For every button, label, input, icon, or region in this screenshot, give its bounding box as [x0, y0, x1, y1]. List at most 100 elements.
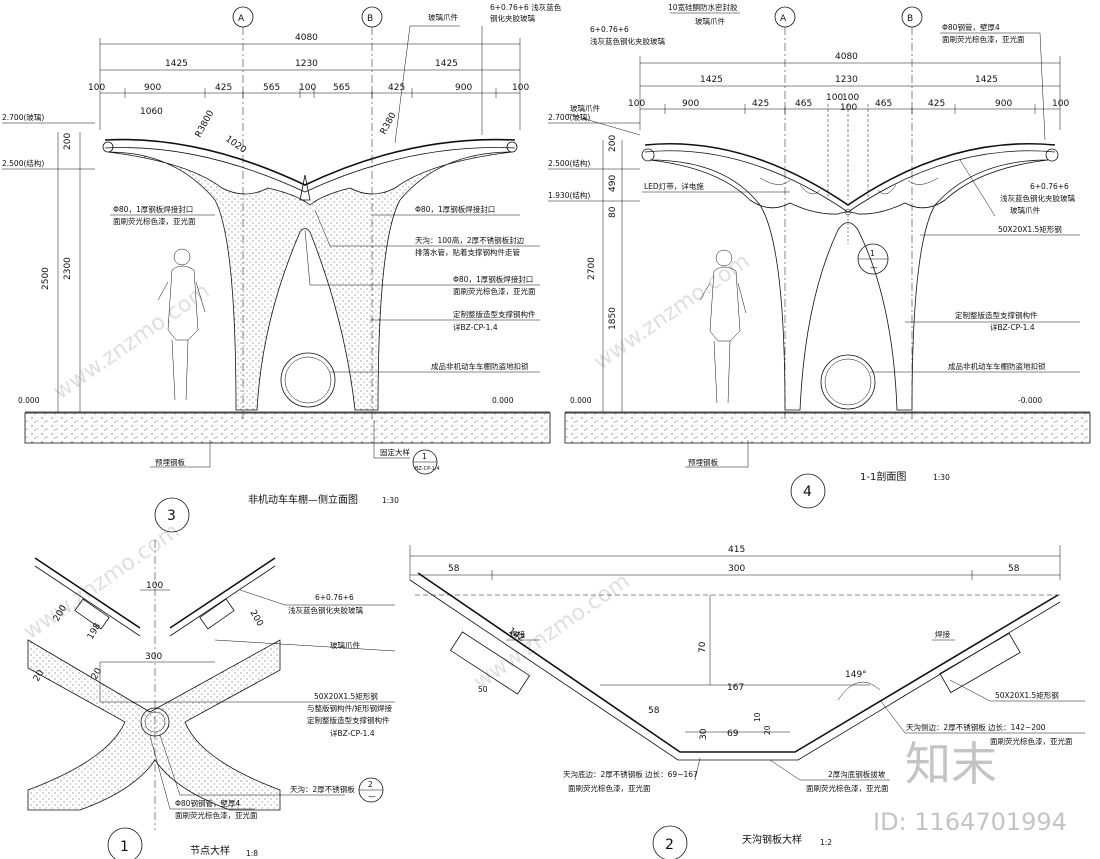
watermarks: www.znzmo.com www.znzmo.com www.znzmo.co…: [19, 249, 754, 695]
dim-text: 100: [842, 93, 859, 103]
note: 6+0.76+6: [590, 25, 629, 34]
note: 面刷荧光棕色漆，亚光面: [942, 34, 1025, 44]
note: 天沟底边：2厚不锈钢板 边长：69~167: [563, 769, 698, 779]
note: 定制整版造型支撑钢构件: [955, 310, 1038, 320]
dim-text: 1850: [608, 307, 618, 330]
grid-label-b: B: [907, 14, 913, 24]
callout-bottom: —: [870, 263, 878, 272]
dim-text: 1230: [835, 75, 858, 85]
dim-text: 900: [455, 83, 472, 93]
view-title: 天沟钢板大样: [742, 833, 802, 846]
note: 定制整版造型支撑钢构件: [453, 309, 536, 319]
note: 详BZ-CP-1.4: [453, 322, 498, 332]
level-label: 0.000: [18, 396, 40, 405]
view-3-annotations: 玻璃爪件 6+0.76+6 浅灰蓝色 钢化夹胶玻璃 Φ80，1厚钢板焊接封口 面…: [110, 2, 562, 475]
view-number-circle: [652, 825, 688, 859]
dim-text: 58: [448, 564, 460, 574]
dim-text: 565: [333, 83, 350, 93]
note: 详BZ-CP-1.4: [330, 728, 375, 738]
watermark-text: www.znzmo.com: [469, 569, 634, 695]
callout-top: 1: [422, 452, 427, 461]
ground-slab: [564, 412, 1091, 444]
dim-text: 565: [263, 83, 280, 93]
note: 预埋钢板: [688, 457, 718, 467]
view-title: 非机动车车棚—侧立面图: [248, 493, 358, 506]
level-label: 2.500(结构): [548, 158, 590, 168]
dim-text: 30: [699, 728, 709, 740]
note: 排落水管，贴着支撑钢构件走管: [415, 247, 520, 257]
dim-text: 200: [247, 609, 264, 629]
dim-text: 900: [682, 99, 699, 109]
dim-text: 70: [698, 641, 708, 653]
view-4-annotations: 6+0.76+6 浅灰蓝色钢化夹胶玻璃 10宽硅酮防水密封胶 玻璃爪件 Φ80钢…: [567, 2, 1080, 468]
note: 50X20X1.5矩形钢: [314, 691, 378, 701]
note: 6+0.76+6 浅灰蓝色: [490, 2, 562, 12]
view-scale: 1:30: [382, 496, 399, 505]
brand-watermark: 知末 ID: 1164701994: [873, 737, 1067, 836]
note: 浅灰蓝色钢化夹胶玻璃: [590, 36, 665, 46]
dim-text: 149°: [845, 670, 867, 680]
dim-text: 100: [840, 103, 857, 113]
note: LED灯带，详电施: [644, 181, 704, 191]
human-figure: [157, 248, 206, 401]
dim-text: 2300: [63, 257, 73, 280]
note: Φ80，1厚钢板焊接封口: [415, 204, 495, 214]
dim-total: 4080: [835, 52, 858, 62]
note: 6+0.76+6: [1030, 182, 1069, 191]
level-label: 2.500(结构): [2, 158, 44, 168]
view-number-circle: [790, 473, 826, 509]
level-label: 2.700(玻璃): [548, 112, 590, 122]
brand-id: ID: 1164701994: [873, 808, 1067, 836]
dim-text: 1230: [295, 59, 318, 69]
view-4-section: A B 4080 1425 1230 1425 100 900 425 465 …: [548, 2, 1091, 509]
view-scale: 1:30: [933, 473, 950, 482]
dim-text: 490: [608, 175, 618, 192]
dim-text: 425: [752, 99, 769, 109]
note: 与整版钢构件/矩形钢焊接: [307, 703, 393, 713]
dim-text: 200: [63, 133, 73, 150]
view-number: 2: [665, 837, 674, 853]
view-title: 节点大样: [190, 844, 230, 857]
note: 50X20X1.5矩形钢: [998, 224, 1062, 234]
note: 50X20X1.5矩形钢: [995, 690, 1059, 700]
dim-text: 2500: [41, 267, 51, 290]
dim-text: 300: [145, 652, 162, 662]
dim-text: 2700: [587, 257, 597, 280]
note: Φ80钢钢管，壁厚4: [175, 798, 240, 808]
dim-text: 58: [648, 706, 660, 716]
grid-label-b: B: [367, 14, 373, 24]
steel-tree-structure: [107, 151, 513, 411]
note: 预埋钢板: [155, 457, 185, 467]
view-2-annotations: 焊接 焊接 50X20X1.5矩形钢 天沟侧边：2厚不锈钢板 边长：142~20…: [506, 629, 1085, 793]
note: 面刷荧光棕色漆，亚光面: [568, 783, 651, 793]
grid-label-a: A: [238, 14, 245, 24]
dim-text: 167: [727, 683, 744, 693]
dim-text: 200: [608, 135, 618, 152]
callout-top: 2: [368, 780, 373, 789]
note: 玻璃爪件: [330, 640, 360, 650]
note: 玻璃爪件: [570, 103, 600, 113]
dim-text: 100: [628, 99, 645, 109]
dim-total: 4080: [295, 33, 318, 43]
level-label: 0.000: [570, 396, 592, 405]
callout-bottom: BZ-CP-1.4: [415, 466, 440, 472]
dim-total: 415: [728, 545, 745, 555]
human-figure: [699, 249, 747, 404]
note: 成品非机动车车棚防盗地扣锁: [431, 361, 529, 371]
gutter-plate: [417, 572, 1059, 753]
note: 钢化夹胶玻璃: [490, 13, 535, 23]
dim-text: 900: [144, 83, 161, 93]
view-number-circle: [154, 497, 190, 533]
dim-text: 425: [215, 83, 232, 93]
dim-text: 50: [478, 685, 488, 694]
dim-text: 300: [728, 564, 745, 574]
watermark-text: www.znzmo.com: [49, 279, 214, 405]
note: Φ80钢管，壁厚4: [942, 22, 1000, 32]
dim-text: 425: [928, 99, 945, 109]
view-3-elevation: A B 4080 1425 1230 1425 100 900 425 565 …: [2, 2, 562, 533]
note: 面刷荧光棕色漆，亚光面: [175, 810, 258, 820]
note: 玻璃爪件: [428, 12, 458, 22]
note: 面刷荧光棕色漆，亚光面: [453, 286, 536, 296]
dim-text: 100: [1052, 99, 1069, 109]
note: 天沟：100高，2厚不锈钢板封边: [415, 235, 525, 245]
